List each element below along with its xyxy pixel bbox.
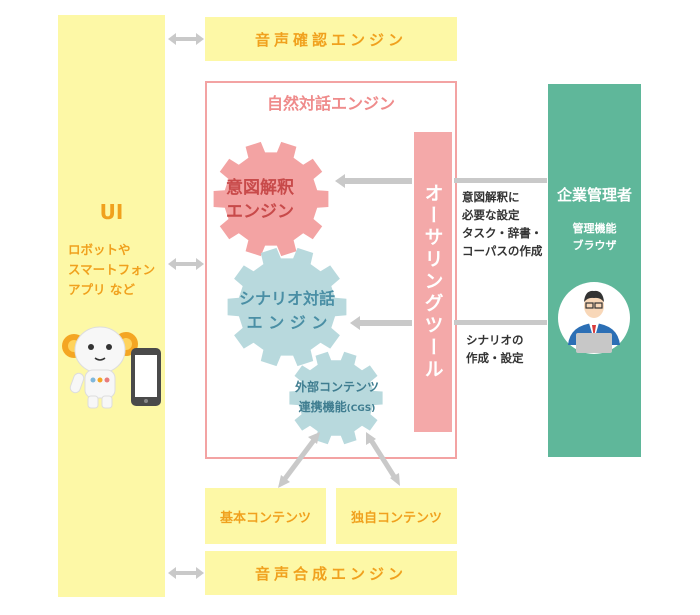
scenario-engine-label: シナリオ対話 エ ン ジ ン	[222, 287, 352, 335]
corporate-admin-subtitle: 管理機能 ブラウザ	[548, 220, 641, 254]
smartphone-icon	[131, 348, 161, 406]
voice-synthesis-engine: 音声合成エンジン	[205, 551, 457, 595]
external-content-gear	[289, 351, 383, 445]
scenario-engine-label-line: シナリオ対話	[238, 289, 335, 308]
annotation-line: 必要な設定	[462, 208, 520, 222]
annotation-line: コーパスの作成	[462, 244, 543, 258]
intent-engine-label-line: エンジン	[226, 202, 294, 222]
annotation-line: 作成・設定	[466, 351, 524, 365]
authoring-tool-bar	[414, 132, 452, 432]
corporate-admin-subtitle-line: 管理機能	[572, 222, 617, 235]
admin-user-icon	[558, 282, 630, 354]
scenario-engine-label-line: エ ン ジ ン	[246, 313, 328, 332]
scenario-settings-annotation: シナリオの 作成・設定	[466, 331, 524, 367]
intent-settings-annotation: 意図解釈に 必要な設定 タスク・辞書・ コーパスの作成	[462, 188, 542, 260]
annotation-line: タスク・辞書・	[462, 226, 543, 240]
basic-content-box: 基本コンテンツ	[205, 488, 326, 544]
corporate-admin-title: 企業管理者	[556, 186, 632, 204]
external-content-suffix: (CGS)	[346, 404, 376, 414]
ui-subtitle-line: スマートフォン	[68, 262, 156, 277]
double-arrow-bottom	[168, 567, 204, 579]
annotation-line: シナリオの	[466, 333, 524, 347]
arrow-to-scenario-engine	[350, 316, 412, 330]
robot-icon	[62, 326, 138, 409]
intent-engine-label: 意図解釈 エンジン	[212, 176, 308, 224]
natural-dialogue-engine-frame	[205, 81, 457, 459]
annotation-line: 意図解釈に	[462, 190, 520, 204]
corporate-admin-panel	[548, 84, 641, 457]
arrow-to-original-content	[366, 432, 400, 486]
arrow-to-intent-engine	[335, 174, 412, 188]
ui-title: UI	[99, 200, 124, 224]
authoring-tool-label: オーサリングツール	[421, 183, 444, 381]
external-content-label-text: 連携機能	[298, 400, 347, 414]
ui-subtitle: ロボットや スマートフォン アプリ など	[68, 240, 163, 300]
line-intent-settings	[454, 178, 547, 183]
ui-subtitle-line: ロボットや	[68, 242, 131, 257]
corporate-admin-subtitle-line: ブラウザ	[572, 239, 617, 252]
intent-engine-gear	[213, 141, 329, 257]
line-scenario-settings	[454, 320, 547, 325]
ui-panel	[58, 15, 165, 597]
external-content-label-line: 外部コンテンツ	[294, 380, 379, 394]
arrow-to-basic-content	[278, 432, 320, 488]
external-content-label-line: 連携機能(CGS)	[277, 397, 397, 419]
scenario-engine-gear	[227, 247, 347, 367]
external-content-label: 外部コンテンツ 連携機能(CGS)	[277, 377, 397, 419]
double-arrow-middle	[168, 258, 204, 270]
intent-engine-label-line: 意図解釈	[226, 178, 294, 198]
double-arrow-top	[168, 33, 204, 45]
voice-recognition-engine: 音声確認エンジン	[205, 17, 457, 61]
ui-subtitle-line: アプリ など	[68, 282, 135, 297]
natural-dialogue-engine-title: 自然対話エンジン	[266, 94, 395, 113]
original-content-box: 独自コンテンツ	[336, 488, 457, 544]
